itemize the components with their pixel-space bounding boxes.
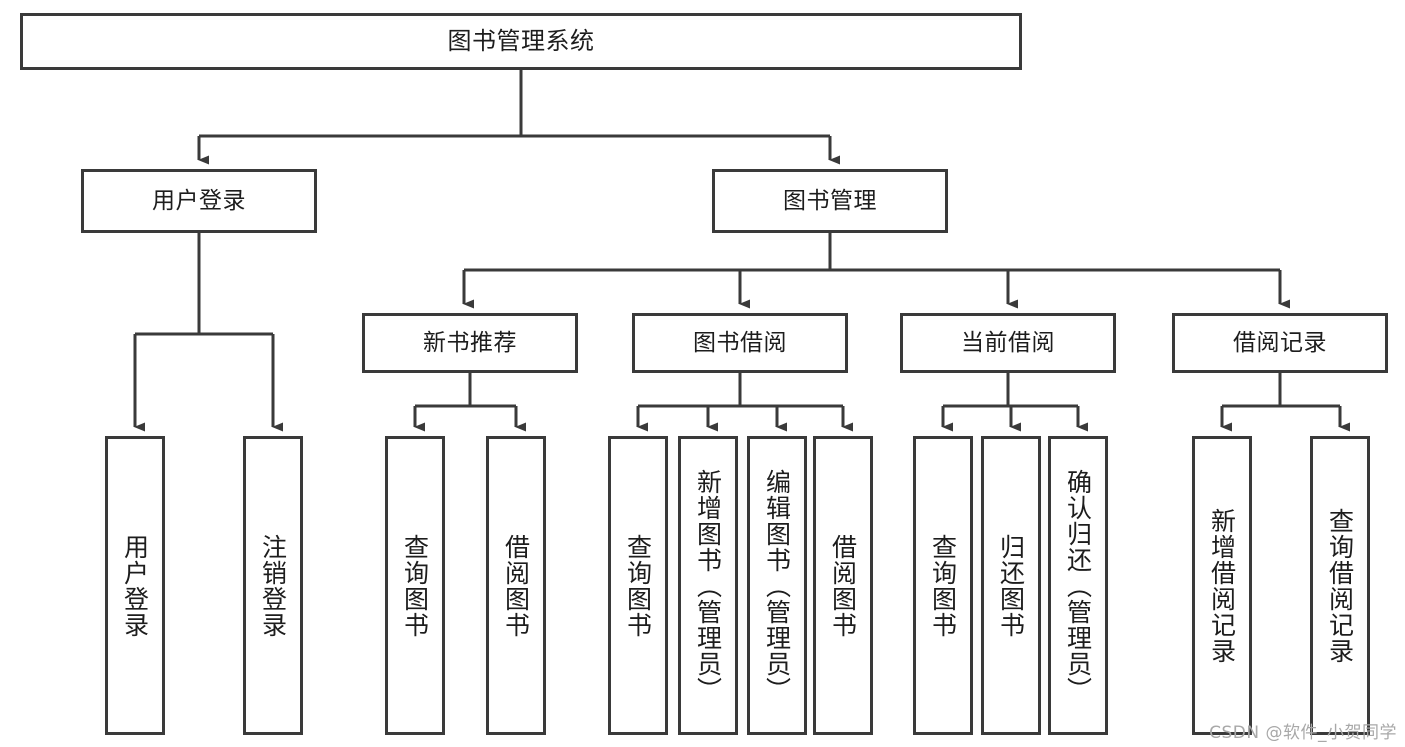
node-current-borrow-label: 当前借阅 xyxy=(961,329,1055,356)
node-current-borrow[interactable]: 当前借阅 xyxy=(900,313,1116,373)
node-book-manage-label: 图书管理 xyxy=(783,187,877,214)
leaf-borrow-book-1[interactable]: 借阅图书 xyxy=(486,436,546,735)
leaf-return-book[interactable]: 归还图书 xyxy=(981,436,1041,735)
leaf-edit-book-label: 编辑图书（管理员） xyxy=(762,468,792,703)
watermark: CSDN @软件_小贺同学 xyxy=(1209,723,1397,743)
leaf-query-record-label: 查询借阅记录 xyxy=(1325,507,1355,664)
leaf-add-book[interactable]: 新增图书（管理员） xyxy=(678,436,738,735)
node-book-borrow[interactable]: 图书借阅 xyxy=(632,313,848,373)
leaf-borrow-book-1-label: 借阅图书 xyxy=(501,533,531,638)
leaf-query-book-2[interactable]: 查询图书 xyxy=(608,436,668,735)
leaf-borrow-book-2-label: 借阅图书 xyxy=(828,533,858,638)
node-root[interactable]: 图书管理系统 xyxy=(20,13,1022,70)
leaf-borrow-book-2[interactable]: 借阅图书 xyxy=(813,436,873,735)
leaf-query-book-3-label: 查询图书 xyxy=(928,533,958,638)
leaf-query-book-1-label: 查询图书 xyxy=(400,533,430,638)
node-new-book-recommend-label: 新书推荐 xyxy=(423,329,517,356)
leaf-confirm-return[interactable]: 确认归还（管理员） xyxy=(1048,436,1108,735)
leaf-user-login[interactable]: 用户登录 xyxy=(105,436,165,735)
leaf-logout-label: 注销登录 xyxy=(258,533,288,638)
leaf-add-record-label: 新增借阅记录 xyxy=(1207,507,1237,664)
node-borrow-record-label: 借阅记录 xyxy=(1233,329,1327,356)
leaf-confirm-return-label: 确认归还（管理员） xyxy=(1063,468,1093,703)
leaf-edit-book[interactable]: 编辑图书（管理员） xyxy=(747,436,807,735)
node-borrow-record[interactable]: 借阅记录 xyxy=(1172,313,1388,373)
node-user-login[interactable]: 用户登录 xyxy=(81,169,317,233)
node-new-book-recommend[interactable]: 新书推荐 xyxy=(362,313,578,373)
leaf-user-login-label: 用户登录 xyxy=(120,533,150,638)
leaf-add-book-label: 新增图书（管理员） xyxy=(693,468,723,703)
leaf-add-record[interactable]: 新增借阅记录 xyxy=(1192,436,1252,735)
node-user-login-label: 用户登录 xyxy=(152,187,246,214)
leaf-query-book-2-label: 查询图书 xyxy=(623,533,653,638)
node-root-label: 图书管理系统 xyxy=(447,26,595,55)
leaf-return-book-label: 归还图书 xyxy=(996,533,1026,638)
node-book-manage[interactable]: 图书管理 xyxy=(712,169,948,233)
node-book-borrow-label: 图书借阅 xyxy=(693,329,787,356)
leaf-query-book-1[interactable]: 查询图书 xyxy=(385,436,445,735)
leaf-logout[interactable]: 注销登录 xyxy=(243,436,303,735)
leaf-query-book-3[interactable]: 查询图书 xyxy=(913,436,973,735)
leaf-query-record[interactable]: 查询借阅记录 xyxy=(1310,436,1370,735)
